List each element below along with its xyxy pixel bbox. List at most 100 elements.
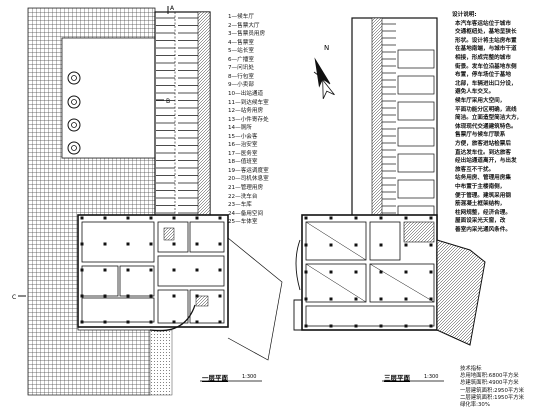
structural-column <box>354 270 358 274</box>
design-notes-line: 中布置于主楼南侧， <box>455 184 506 190</box>
legend-item: 11—到达候车室 <box>228 99 269 106</box>
structural-column <box>195 216 199 220</box>
design-notes-heading: 设计说明: <box>452 12 477 18</box>
design-notes-line: 交通枢纽处，基地呈狭长 <box>455 29 517 36</box>
legend-item: 2—售票大厅 <box>228 22 260 29</box>
legend-item: 10—出站通道 <box>228 90 264 97</box>
tree <box>71 145 77 151</box>
legend-item: 22—洗车台 <box>228 193 258 200</box>
structural-column <box>218 242 222 246</box>
planting-strip <box>149 329 173 396</box>
legend-item: 6—广播室 <box>228 56 254 63</box>
legend-item: 5—站长室 <box>228 48 254 55</box>
structural-column <box>103 216 107 220</box>
plan-scale-first-floor: 1:300 <box>242 374 257 380</box>
axis-mark: C <box>12 294 16 301</box>
structural-column <box>404 270 408 274</box>
structural-column <box>379 297 383 301</box>
structural-column <box>103 242 107 246</box>
tree <box>67 95 81 109</box>
structural-column <box>103 320 107 324</box>
legend-item: 4—售票室 <box>228 39 254 46</box>
structural-column <box>429 243 433 247</box>
design-notes-line: 形状。设计将主站房布置 <box>455 37 517 44</box>
structural-column <box>379 216 383 220</box>
structural-column <box>80 268 84 272</box>
stats-line: 总建筑面积:4900平方米 <box>460 380 519 387</box>
design-notes-line: 本汽车客运站位于城市 <box>455 20 511 27</box>
design-notes-line: 筋混凝土框架结构， <box>455 201 506 208</box>
plan-title-third-floor: 三层平面 <box>384 374 410 382</box>
design-notes-line: 候车厅采用大空间， <box>455 98 506 104</box>
structural-column <box>218 294 222 298</box>
tree-row <box>67 71 81 155</box>
design-notes-line: 布置，停车场位于基地 <box>455 72 511 79</box>
structural-column <box>304 324 308 328</box>
design-notes-line: 相接，形成完整的城市 <box>455 55 511 61</box>
legend-item: 8—行包室 <box>228 73 254 80</box>
structural-column <box>149 294 153 298</box>
plan-title-first-floor: 一层平面 <box>202 374 228 382</box>
axis-mark: B <box>166 98 170 105</box>
stats-heading: 技术指标 <box>460 366 482 372</box>
plan-scale-third-floor: 1:300 <box>424 374 439 380</box>
plot-boundary <box>227 237 283 361</box>
structural-column <box>126 242 130 246</box>
structural-column <box>404 297 408 301</box>
room-cell <box>397 75 435 95</box>
structural-column <box>149 268 153 272</box>
structural-column <box>195 294 199 298</box>
design-notes-line: 站务用房、管理用房集 <box>455 175 511 182</box>
stats-line: 总用地面积:6800平方米 <box>460 373 519 380</box>
design-notes-line: 经出站通道离开，与出发 <box>455 158 517 165</box>
legend-item: 19—客运调度室 <box>228 167 269 174</box>
design-notes-line: 体现现代交通建筑特色。 <box>455 123 517 130</box>
structural-column <box>379 270 383 274</box>
structural-column <box>80 242 84 246</box>
legend-item: 18—值班室 <box>228 159 258 166</box>
legend-item: 16—治安室 <box>228 142 258 149</box>
design-notes-line: 屋面设采光天窗，改 <box>455 218 506 225</box>
structural-column <box>80 294 84 298</box>
structural-column <box>195 242 199 246</box>
structural-column <box>379 243 383 247</box>
design-notes-line: 避免人车交叉。 <box>455 89 495 96</box>
legend-item: 13—小件寄存处 <box>228 116 269 123</box>
structural-column <box>126 320 130 324</box>
structural-column <box>329 270 333 274</box>
design-notes-line: 方便，旅客进站检票后 <box>455 141 511 147</box>
legend-item: 15—小会客 <box>228 133 258 140</box>
structural-column <box>218 268 222 272</box>
bus-bays <box>154 11 211 223</box>
structural-column <box>304 270 308 274</box>
structural-column <box>329 324 333 328</box>
room-cell <box>397 101 435 121</box>
structural-column <box>354 297 358 301</box>
room-cell <box>397 153 435 173</box>
first-floor-plan <box>18 6 283 396</box>
tree <box>71 75 77 81</box>
stats-line: 绿化率:30% <box>460 402 490 408</box>
structural-column <box>172 242 176 246</box>
stepped-wing <box>436 239 486 346</box>
structural-column <box>195 320 199 324</box>
structural-column <box>103 294 107 298</box>
legend-item: 12—站务用房 <box>228 108 264 115</box>
open-court <box>61 37 156 159</box>
room-cell <box>397 127 435 147</box>
room-cell <box>397 179 435 199</box>
tree <box>67 71 81 85</box>
design-notes-line: 售票厅与候车厅联系 <box>455 132 506 139</box>
structural-column <box>429 297 433 301</box>
structural-column <box>149 242 153 246</box>
tree <box>71 99 77 105</box>
structural-column <box>329 216 333 220</box>
tree <box>67 141 81 155</box>
design-notes-line: 平面功能分区明确，流线 <box>455 106 517 113</box>
station-building <box>77 214 229 328</box>
legend-item: 7—问讯处 <box>228 65 254 72</box>
design-notes-line: 善室内采光通风条件。 <box>455 227 511 233</box>
structural-column <box>218 216 222 220</box>
structural-column <box>404 324 408 328</box>
